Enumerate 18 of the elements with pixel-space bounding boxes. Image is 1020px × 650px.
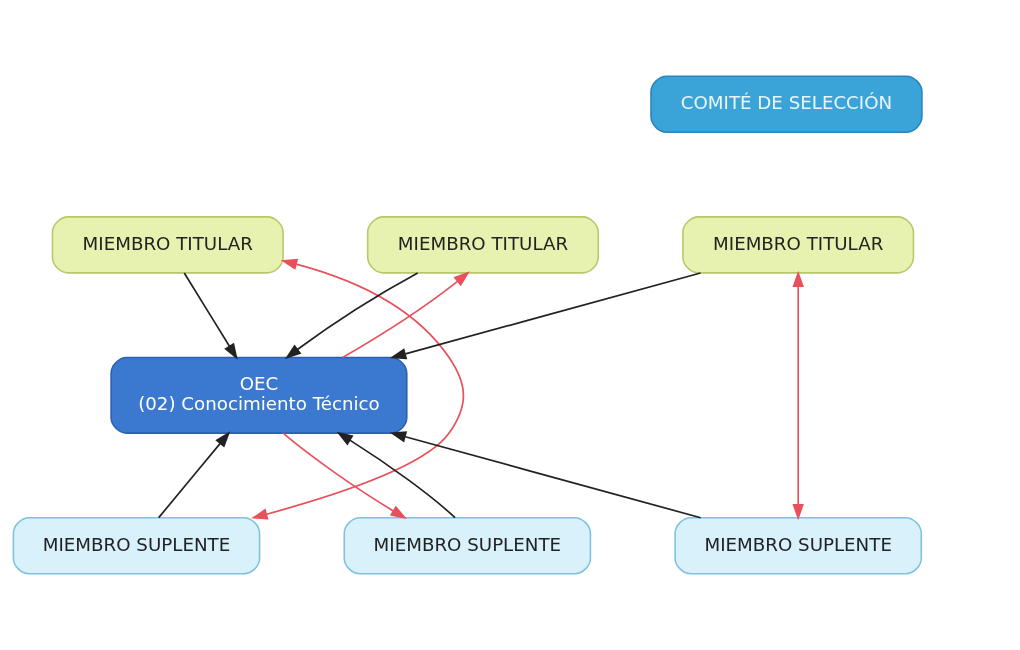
node-box: MIEMBRO TITULAR [366, 216, 600, 274]
arrow [389, 272, 702, 360]
arrow [157, 431, 231, 519]
arrow [251, 258, 465, 520]
arrow [282, 432, 407, 519]
arrow [284, 272, 419, 359]
arrow [183, 272, 238, 360]
arrow [792, 270, 804, 521]
arrow [341, 271, 470, 359]
node-box: MIEMBRO TITULAR [682, 216, 915, 274]
node-box: MIEMBRO SUPLENTE [343, 517, 592, 575]
arrow [336, 431, 456, 519]
node-box: MIEMBRO SUPLENTE [674, 517, 923, 575]
node-box: OEC (02) Conocimiento Técnico [110, 356, 408, 434]
node-box: MIEMBRO TITULAR [51, 216, 284, 274]
arrow [389, 431, 702, 519]
node-box: COMITÉ DE SELECCIÓN [650, 75, 923, 133]
node-box: MIEMBRO SUPLENTE [12, 517, 261, 575]
